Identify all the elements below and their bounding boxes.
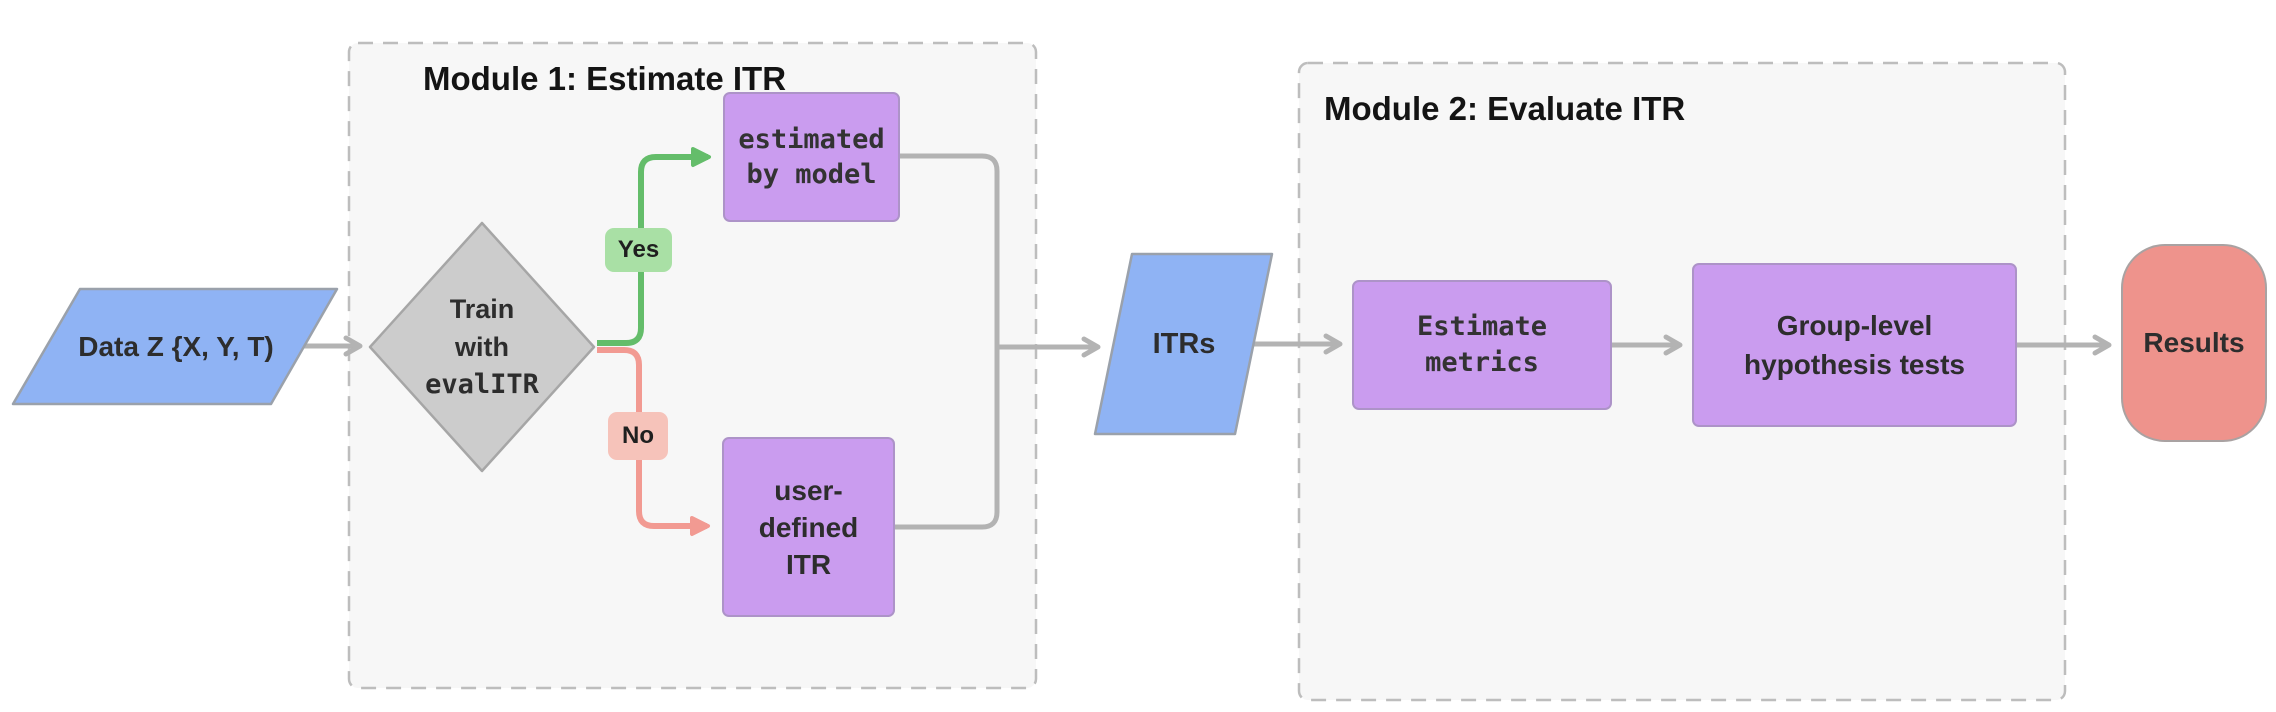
yes-edge-label: Yes <box>605 228 672 272</box>
user-defined-itr-line3: ITR <box>785 548 832 580</box>
train-label-line2: with <box>455 332 509 362</box>
edge-user-to-merge <box>894 347 1000 530</box>
node-itrs-label: ITRs <box>1152 327 1216 360</box>
estimate-metrics-line1: Estimate <box>1416 311 1548 342</box>
module2-box <box>1297 61 2067 702</box>
module1-title: Module 1: Estimate ITR <box>423 60 787 97</box>
user-defined-itr-line1: user- <box>774 474 843 506</box>
node-data-input-label: Data Z {X, Y, T) <box>78 330 274 362</box>
edge-model-to-merge <box>899 153 1000 347</box>
node-estimated-by-model: estimated by model <box>723 92 900 222</box>
node-group-tests: Group-level hypothesis tests <box>1692 263 2017 427</box>
train-label-line3: evalITR <box>425 369 539 400</box>
node-train-diamond-shape <box>368 221 596 473</box>
estimate-metrics-line2: metrics <box>1425 347 1539 378</box>
no-edge-label: No <box>608 412 668 460</box>
node-results: Results <box>2121 244 2267 442</box>
node-train-label: Train with evalITR <box>369 290 595 404</box>
user-defined-itr-line2: defined <box>758 511 859 543</box>
node-data-input-shape <box>11 287 339 406</box>
node-user-defined-itr: user- defined ITR <box>722 437 895 617</box>
group-tests-line2: hypothesis tests <box>1744 349 1965 380</box>
node-estimate-metrics: Estimate metrics <box>1352 280 1612 410</box>
train-label-line1: Train <box>449 294 515 324</box>
module2-title: Module 2: Evaluate ITR <box>1324 90 1686 127</box>
group-tests-line1: Group-level <box>1776 310 1933 341</box>
estimated-by-model-line1: estimated <box>738 124 885 155</box>
estimated-by-model-line2: by model <box>746 159 877 190</box>
node-itrs-shape <box>1093 252 1274 436</box>
